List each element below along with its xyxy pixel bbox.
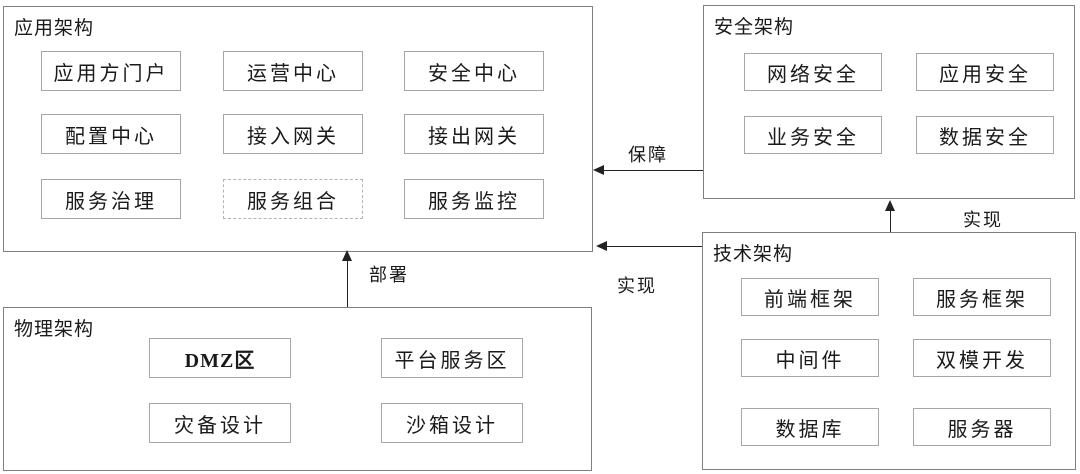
- box-service-composition: 服务组合: [223, 179, 363, 219]
- box-dual-mode-dev: 双模开发: [913, 339, 1051, 377]
- box-service-monitoring: 服务监控: [404, 179, 544, 219]
- box-frontend-framework: 前端框架: [741, 278, 879, 316]
- box-config-center: 配置中心: [41, 114, 181, 154]
- box-app-portal: 应用方门户: [41, 51, 181, 91]
- box-outbound-gateway: 接出网关: [404, 114, 544, 154]
- box-server: 服务器: [913, 408, 1051, 446]
- box-inbound-gateway: 接入网关: [223, 114, 363, 154]
- box-dmz-zone: DMZ区: [149, 338, 291, 378]
- panel-security-architecture: 安全架构 网络安全 应用安全 业务安全 数据安全: [703, 5, 1075, 199]
- arrow-line-realize-left: [606, 246, 702, 247]
- box-sandbox-design: 沙箱设计: [381, 403, 523, 443]
- arrow-head-realize-up-icon: [885, 200, 895, 211]
- arrow-label-guarantee: 保障: [628, 145, 668, 165]
- box-service-framework: 服务框架: [913, 278, 1051, 316]
- box-platform-service-zone: 平台服务区: [381, 338, 523, 378]
- box-database: 数据库: [741, 408, 879, 446]
- arrow-label-realize-up: 实现: [963, 210, 1003, 230]
- box-data-security: 数据安全: [916, 116, 1054, 154]
- box-disaster-recovery-design: 灾备设计: [149, 403, 291, 443]
- box-service-governance: 服务治理: [41, 179, 181, 219]
- arrow-line-guarantee: [603, 170, 703, 171]
- box-network-security: 网络安全: [744, 53, 882, 91]
- box-security-center: 安全中心: [404, 51, 544, 91]
- panel-title-security-architecture: 安全架构: [714, 17, 795, 38]
- box-operations-center: 运营中心: [223, 51, 363, 91]
- box-business-security: 业务安全: [744, 116, 882, 154]
- arrow-head-guarantee-left-icon: [593, 165, 604, 175]
- arrow-head-realize-left-icon: [596, 241, 607, 251]
- panel-title-technology-architecture: 技术架构: [713, 244, 794, 265]
- box-application-security: 应用安全: [916, 53, 1054, 91]
- panel-title-application-architecture: 应用架构: [14, 18, 95, 39]
- arrow-label-deploy: 部署: [369, 265, 409, 285]
- box-middleware: 中间件: [741, 339, 879, 377]
- arrow-label-realize-left: 实现: [617, 276, 657, 296]
- arrow-head-deploy-icon: [342, 250, 352, 261]
- panel-title-physical-architecture: 物理架构: [14, 319, 95, 340]
- arrow-line-deploy: [347, 260, 348, 307]
- panel-technology-architecture: 技术架构 前端框架 服务框架 中间件 双模开发 数据库 服务器: [702, 232, 1076, 470]
- arrow-line-realize-up: [890, 210, 891, 232]
- panel-application-architecture: 应用架构 应用方门户 运营中心 安全中心 配置中心 接入网关 接出网关 服务治理…: [3, 6, 593, 252]
- panel-physical-architecture: 物理架构 DMZ区 平台服务区 灾备设计 沙箱设计: [3, 307, 592, 471]
